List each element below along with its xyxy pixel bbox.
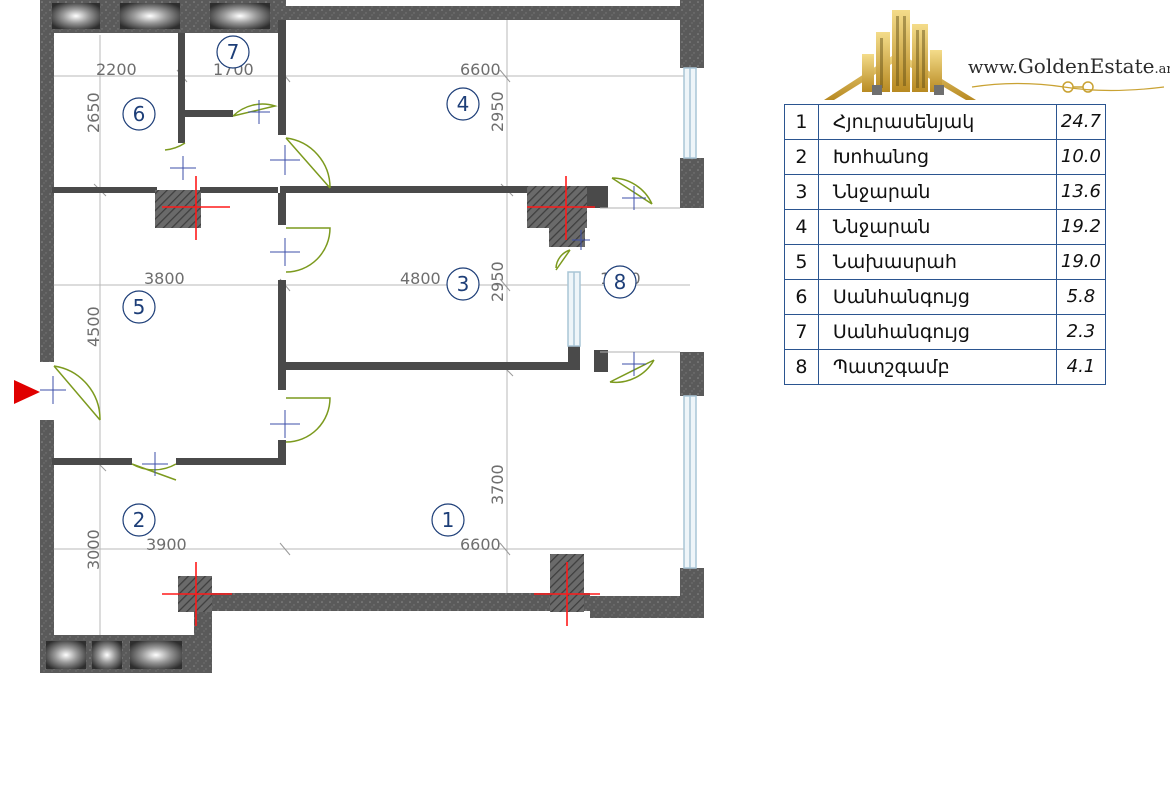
windows: [567, 67, 697, 569]
room-labels: [122, 35, 637, 537]
vent-blocks: [46, 3, 270, 669]
building-logo-icon: [824, 10, 976, 100]
room-circle: [122, 97, 156, 131]
dim-label: 2950: [488, 261, 507, 302]
room-name-cell: Խոհանոց: [817, 139, 1057, 175]
entry-arrow-icon: [14, 380, 40, 404]
wall-right-pier-1: [680, 158, 704, 208]
room-name-cell: Սանհանգույց: [817, 314, 1057, 350]
table-row: 3 Ննջարան 13.6: [784, 174, 1107, 210]
room-number-cell: 7: [784, 314, 819, 350]
dim-label: 2950: [488, 91, 507, 132]
room-number: 6: [133, 102, 146, 126]
room-area-cell: 19.0: [1055, 244, 1107, 280]
structural-columns: [155, 186, 587, 612]
wall-left-upper: [40, 0, 54, 362]
floor-plan: 2200 1700 6600 2650 2950 3800 4800 2950 …: [14, 0, 704, 673]
wall-right-top: [680, 0, 704, 68]
dim-label: 2200: [96, 60, 137, 79]
room-name-cell: Հյուրասենյակ: [817, 104, 1057, 140]
keys-ornament-icon: [971, 81, 1165, 93]
table-row: 4 Ննջարան 19.2: [784, 209, 1107, 245]
logo-text: www.GoldenEstate.am: [968, 54, 1170, 78]
dim-label: 6600: [460, 535, 501, 554]
room-number: 3: [457, 272, 470, 296]
door-markers: [40, 100, 646, 476]
table-row: 7 Սանհանգույց 2.3: [784, 314, 1107, 350]
room-number: 5: [133, 295, 146, 319]
wall-right-pier-2: [680, 352, 704, 396]
dim-label: 6600: [460, 60, 501, 79]
dimension-lines: [52, 20, 690, 635]
wall-top: [286, 6, 682, 20]
logo-suffix: .am: [1154, 62, 1170, 77]
room-legend-table: 1 Հյուրասենյակ 24.7 2 Խոհանոց 10.0 3 Ննջ…: [784, 104, 1107, 385]
room-area-cell: 2.3: [1055, 314, 1107, 350]
logo-prefix: www.: [968, 57, 1018, 78]
table-row: 8 Պատշգամբ 4.1: [784, 349, 1107, 385]
room-name-cell: Ննջարան: [817, 209, 1057, 245]
table-row: 6 Սանհանգույց 5.8: [784, 279, 1107, 315]
logo-name: GoldenEstate: [1017, 54, 1155, 78]
room-area-cell: 4.1: [1055, 349, 1107, 385]
dim-label: 2650: [84, 92, 103, 133]
room-name-cell: Նախասրահ: [817, 244, 1057, 280]
room-number: 8: [614, 270, 627, 294]
room-area-cell: 5.8: [1055, 279, 1107, 315]
room-area-cell: 19.2: [1055, 209, 1107, 245]
room-number-cell: 4: [784, 209, 819, 245]
table-row: 2 Խոհանոց 10.0: [784, 139, 1107, 175]
interior-walls: [52, 20, 608, 465]
dim-label: 3800: [144, 269, 185, 288]
room-name-cell: Պատշգամբ: [817, 349, 1057, 385]
wall-bottom: [200, 593, 590, 611]
room-name-cell: Ննջարան: [817, 174, 1057, 210]
dim-label: 4800: [400, 269, 441, 288]
room-numbers: 1 2 3 4 5 6 7 8: [133, 40, 627, 532]
room-number-cell: 6: [784, 279, 819, 315]
room-number-cell: 3: [784, 174, 819, 210]
table-row: 1 Հյուրասենյակ 24.7: [784, 104, 1107, 140]
dim-label: 3700: [488, 464, 507, 505]
room-number-cell: 2: [784, 139, 819, 175]
room-circle: [122, 290, 156, 324]
room-number: 7: [227, 40, 240, 64]
room-number-cell: 1: [784, 104, 819, 140]
golden-estate-logo: www.GoldenEstate.am: [820, 2, 1170, 102]
balcony-edge: [600, 207, 680, 353]
room-area-cell: 13.6: [1055, 174, 1107, 210]
room-number-cell: 5: [784, 244, 819, 280]
dimension-labels: 2200 1700 6600 2650 2950 3800 4800 2950 …: [84, 60, 641, 570]
room-circle: [122, 503, 156, 537]
room-circle: [216, 35, 250, 69]
dim-label: 3000: [84, 529, 103, 570]
wall-bottom-right: [590, 596, 704, 618]
column-markers: [162, 176, 600, 626]
dim-label: 3900: [146, 535, 187, 554]
room-circle: [431, 503, 465, 537]
wall-left-lower: [40, 420, 54, 638]
room-name-cell: Սանհանգույց: [817, 279, 1057, 315]
room-circle: [446, 267, 480, 301]
room-number: 4: [457, 92, 470, 116]
table-row: 5 Նախասրահ 19.0: [784, 244, 1107, 280]
room-area-cell: 10.0: [1055, 139, 1107, 175]
wall-bottom-left-return: [194, 600, 212, 673]
room-area-cell: 24.7: [1055, 104, 1107, 140]
room-number: 2: [133, 508, 146, 532]
doors: [53, 103, 655, 481]
dim-label: 4500: [84, 306, 103, 347]
room-circle: [603, 265, 637, 299]
room-number-cell: 8: [784, 349, 819, 385]
room-number: 1: [442, 508, 455, 532]
room-circle: [446, 87, 480, 121]
